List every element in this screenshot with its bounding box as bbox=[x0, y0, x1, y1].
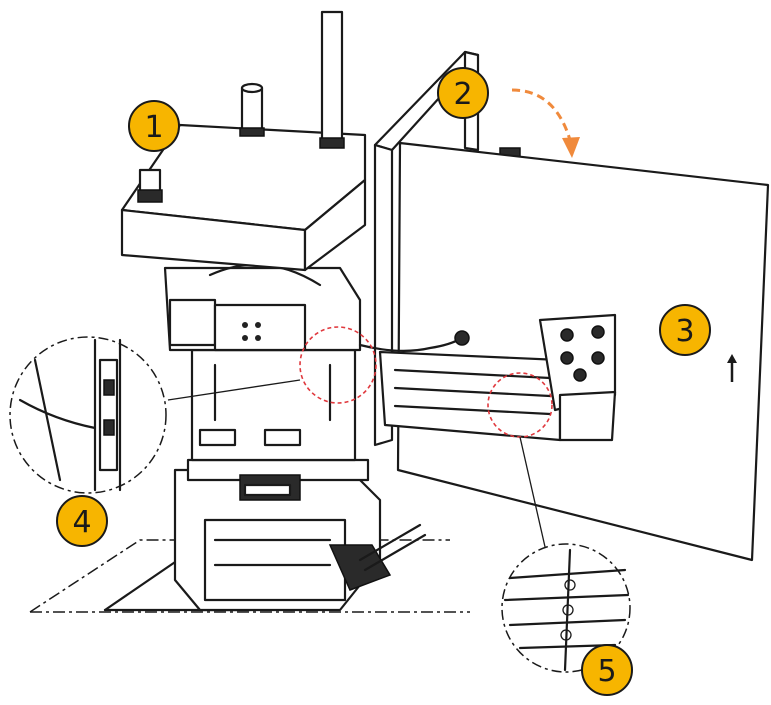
detail-view-5 bbox=[501, 543, 631, 673]
vent-hole bbox=[255, 335, 261, 341]
cable-connector bbox=[454, 330, 470, 346]
callout-label: 3 bbox=[675, 314, 694, 349]
callout-label: 5 bbox=[597, 654, 616, 689]
callout-2: 2 bbox=[437, 67, 489, 119]
callout-label: 1 bbox=[144, 110, 163, 145]
callout-label: 2 bbox=[453, 77, 472, 112]
pedestal bbox=[173, 458, 427, 612]
bracket-arm bbox=[358, 313, 617, 442]
vent-hole bbox=[242, 335, 248, 341]
leader-line-5 bbox=[519, 436, 549, 561]
top-cylinder bbox=[240, 86, 264, 132]
callout-3: 3 bbox=[659, 304, 711, 356]
vertical-post bbox=[320, 10, 344, 142]
mount-bolt bbox=[560, 328, 574, 342]
mount-bolt bbox=[591, 325, 605, 339]
callout-label: 4 bbox=[72, 505, 91, 540]
vent-hole bbox=[242, 322, 248, 328]
vent-hole bbox=[255, 322, 261, 328]
mount-bolt bbox=[591, 351, 605, 365]
mount-bolt bbox=[560, 351, 574, 365]
top-housing bbox=[120, 10, 367, 272]
callout-5: 5 bbox=[581, 644, 633, 696]
highlight-circle-4 bbox=[299, 326, 377, 404]
callout-1: 1 bbox=[128, 100, 180, 152]
detail-view-4 bbox=[9, 336, 167, 494]
mount-bolt bbox=[573, 368, 587, 382]
up-arrow-icon bbox=[727, 354, 737, 382]
callout-4: 4 bbox=[56, 495, 108, 547]
orange-dashed-curved-arrow bbox=[511, 88, 580, 158]
column-body bbox=[163, 263, 362, 462]
leader-line-4 bbox=[167, 379, 301, 401]
